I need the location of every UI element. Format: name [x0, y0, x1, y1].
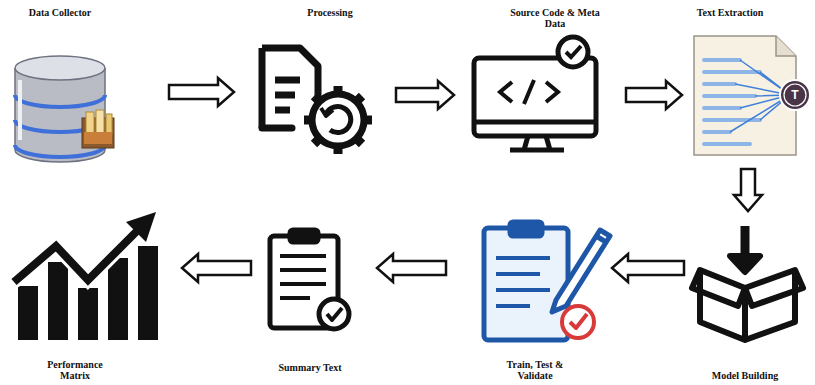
process-step: Train, Test & Validate — [450, 212, 608, 383]
process-step: Model Building — [688, 215, 808, 383]
step-label: Source Code & Meta Data — [505, 7, 605, 29]
flow-arrow — [169, 78, 234, 106]
flow-arrow — [734, 169, 762, 211]
step-label: Model Building — [695, 370, 795, 381]
process-step: Performance Matrix — [8, 212, 178, 383]
process-step: Data Collector — [5, 5, 165, 165]
code-monitor-icon — [474, 37, 596, 150]
flow-arrow — [612, 254, 684, 282]
step-label: Train, Test & Validate — [495, 359, 575, 381]
icon-letter: T — [791, 88, 798, 102]
step-label: Summary Text — [260, 362, 360, 373]
step-label: Data Collector — [20, 7, 100, 18]
process-step: Source Code & Meta Data — [458, 5, 622, 165]
summary-clipboard-icon — [270, 230, 349, 329]
step-label: Performance Matrix — [40, 359, 110, 381]
flow-arrow — [182, 254, 251, 282]
flow-arrow — [377, 254, 446, 282]
flow-arrow — [626, 81, 682, 109]
flow-arrow — [396, 81, 454, 109]
process-step: Processing — [238, 5, 392, 165]
step-label: Text Extraction — [690, 7, 770, 18]
process-step: Text Extraction — [686, 5, 811, 165]
model-box-icon — [692, 226, 803, 340]
process-step: Summary Text — [255, 225, 373, 375]
step-label: Processing — [290, 7, 370, 18]
performance-chart-icon — [14, 212, 158, 340]
text-extraction-icon — [694, 36, 810, 155]
processing-icon — [262, 48, 372, 154]
database-icon — [15, 56, 114, 162]
validate-clipboard-icon — [484, 222, 610, 340]
